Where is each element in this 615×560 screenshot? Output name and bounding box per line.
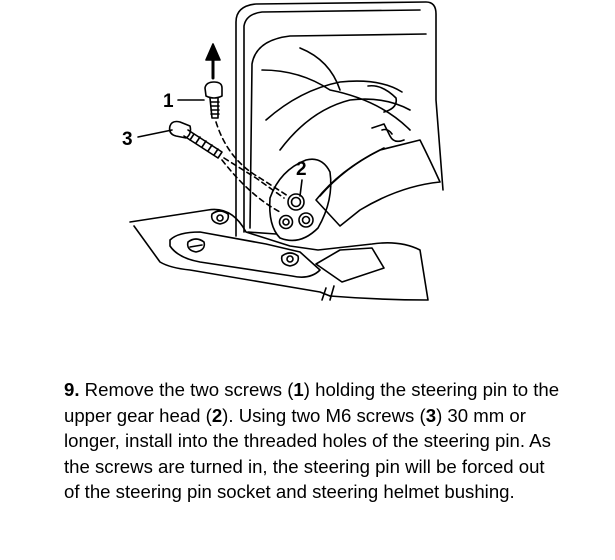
steering-pin-hole-2 — [298, 212, 314, 228]
screw-3 — [168, 120, 223, 159]
lower-housing-plate — [129, 208, 429, 301]
gear-housing-inner-edge — [243, 9, 421, 233]
callout-2-label: 2 — [296, 159, 307, 180]
reference-3: 3 — [425, 404, 437, 426]
step-number: 9. — [64, 379, 80, 400]
steering-pin-hole-1 — [287, 193, 305, 211]
callout-1-label: 1 — [163, 91, 174, 112]
instruction-text-4: ) 30 mm or longer, install into the thre… — [64, 404, 551, 503]
steering-pin-hole-3 — [278, 214, 294, 230]
screw-1 — [204, 81, 223, 119]
illustration-svg: 1 3 2 — [122, 1, 444, 301]
callout-3-leader — [137, 129, 173, 138]
reference-2: 2 — [211, 404, 223, 426]
instruction-step-9: 9. Remove the two screws (1) holding the… — [64, 377, 564, 505]
removal-arrow-up-icon — [205, 43, 221, 80]
instruction-text-2: ) holding the steering pin to the upper … — [64, 379, 560, 426]
gear-housing-outline — [235, 1, 444, 237]
instruction-text-3: ). Using two M6 screws ( — [222, 404, 426, 426]
instruction-text-1: Remove the two screws ( — [79, 379, 294, 400]
upper-gear-head-flange — [268, 158, 332, 242]
bushing-band — [315, 139, 441, 227]
callout-2-leader — [299, 179, 303, 197]
steering-pin-removal-illustration: 1 3 2 — [100, 0, 460, 320]
reference-1: 1 — [293, 379, 304, 400]
callout-3-label: 3 — [122, 129, 133, 150]
